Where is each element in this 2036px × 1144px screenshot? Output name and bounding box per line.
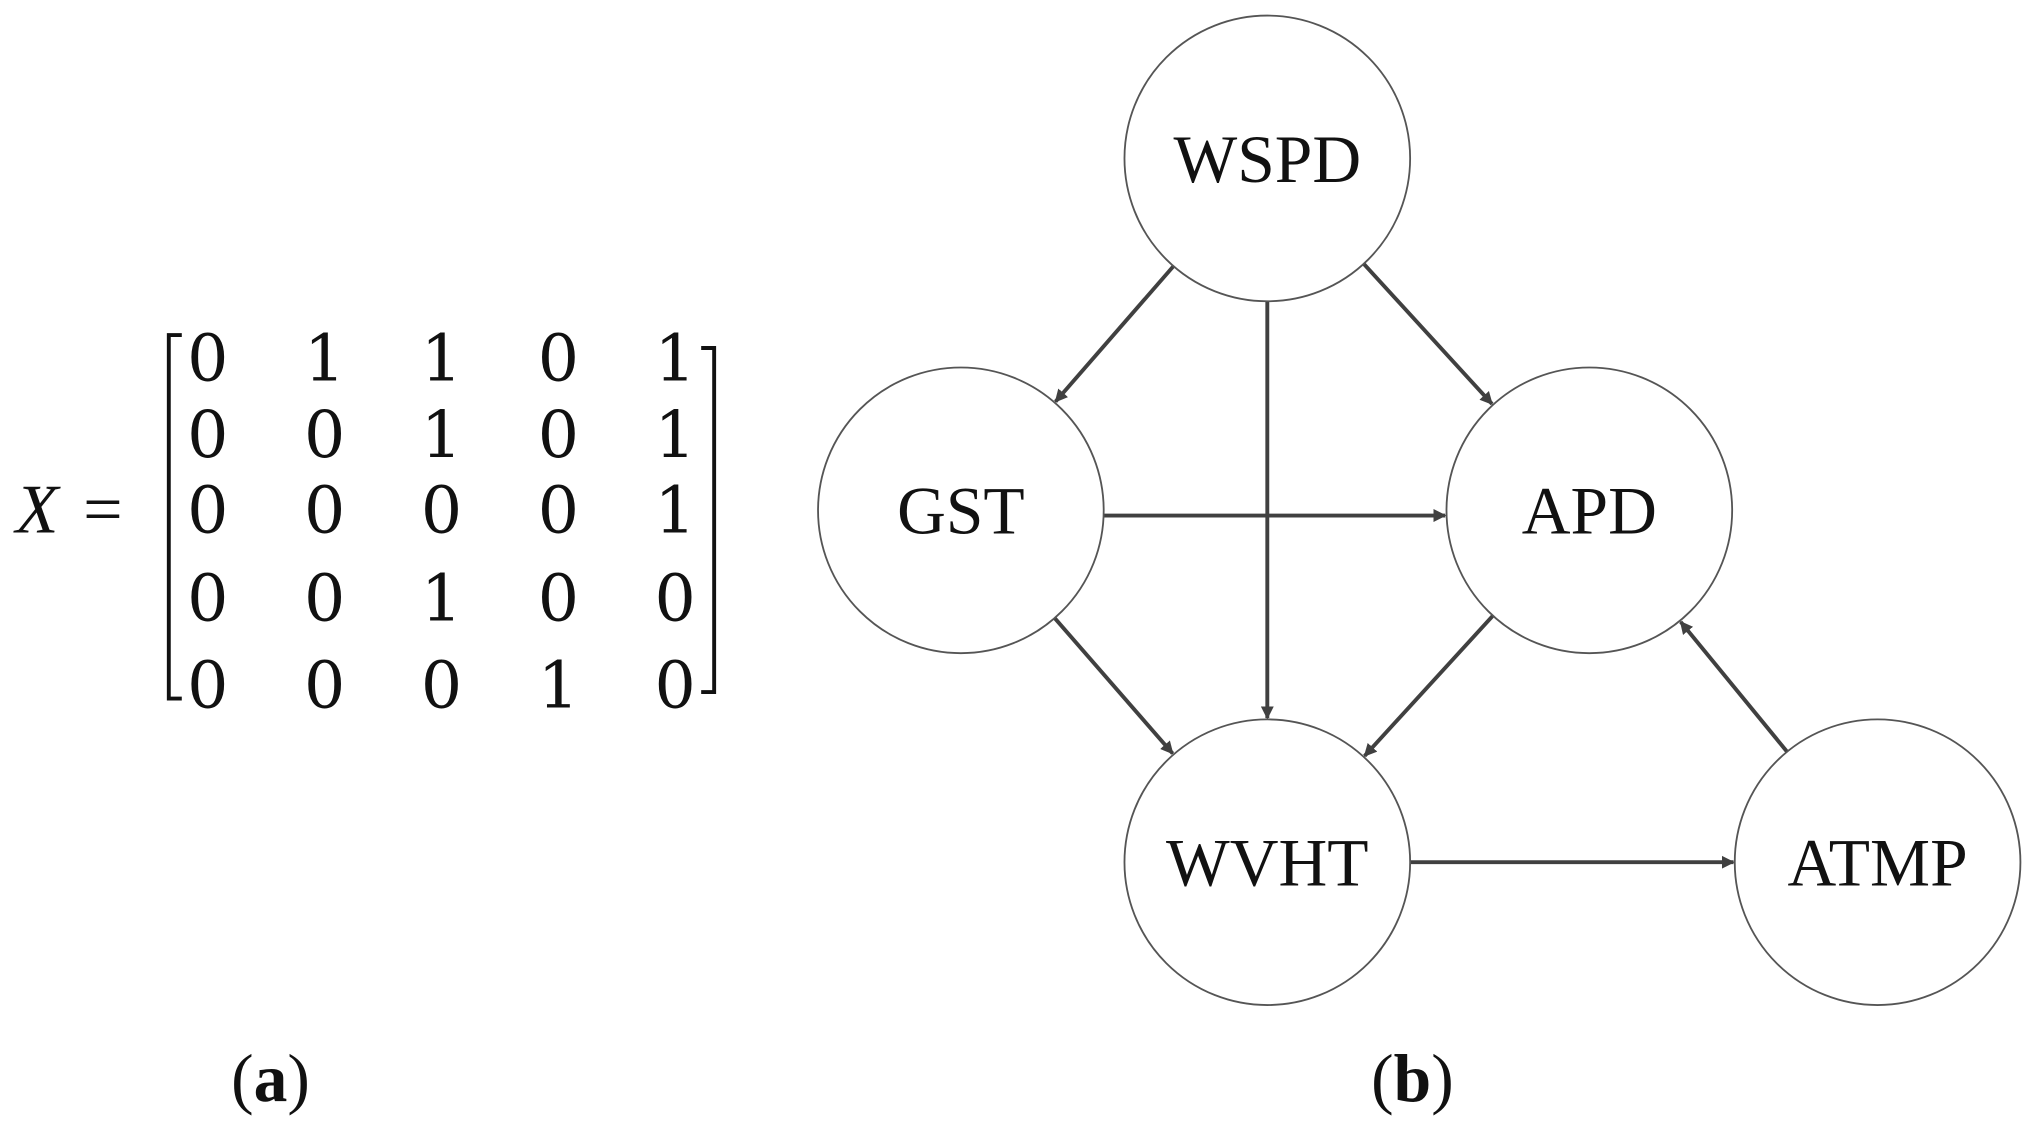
node-wspd: WSPD xyxy=(1123,14,1412,303)
matrix-cell: 0 xyxy=(187,649,228,724)
matrix-left-bracket xyxy=(166,333,182,701)
matrix-cell: 1 xyxy=(421,398,462,473)
graph-nodes: WSPD GST APD WVHT ATMP xyxy=(817,14,2022,1006)
graph-edges xyxy=(1053,262,1789,869)
matrix-cell: 0 xyxy=(538,321,579,396)
matrix-cell: 1 xyxy=(538,649,579,724)
edge-atmp-to-apd xyxy=(1679,620,1789,753)
node-gst: GST xyxy=(817,366,1105,655)
matrix-equals: = xyxy=(83,471,123,548)
node-circle xyxy=(1123,14,1412,303)
panel-label-a: (a) xyxy=(231,1041,310,1116)
matrix-cell: 0 xyxy=(655,562,696,637)
matrix-cell: 0 xyxy=(187,321,228,396)
node-apd: APD xyxy=(1445,366,1734,655)
matrix-cell: 1 xyxy=(655,473,696,548)
matrix-variable: X xyxy=(13,471,62,548)
matrix-cell: 1 xyxy=(421,562,462,637)
matrix-cell: 0 xyxy=(655,649,696,724)
node-label: ATMP xyxy=(1788,826,1968,901)
matrix-cell: 0 xyxy=(538,473,579,548)
matrix-cell: 0 xyxy=(304,398,345,473)
edge-apd-to-wvht xyxy=(1363,614,1495,758)
panel-label-b: (b) xyxy=(1371,1041,1454,1116)
node-circle xyxy=(817,366,1105,655)
node-atmp: ATMP xyxy=(1733,718,2022,1006)
matrix-cell: 0 xyxy=(304,473,345,548)
edge-wspd-to-gst xyxy=(1054,264,1175,403)
node-label: WSPD xyxy=(1174,122,1362,197)
node-wvht: WVHT xyxy=(1123,718,1412,1006)
matrix-cell: 0 xyxy=(304,649,345,724)
node-label: APD xyxy=(1522,474,1657,549)
node-label: GST xyxy=(897,474,1025,549)
matrix-cell: 0 xyxy=(538,562,579,637)
matrix-cell: 0 xyxy=(538,398,579,473)
node-circle xyxy=(1445,366,1734,655)
matrix-cell: 0 xyxy=(421,649,462,724)
edge-gst-to-wvht xyxy=(1053,616,1175,755)
matrix-cell: 0 xyxy=(187,562,228,637)
matrix-cell: 0 xyxy=(187,473,228,548)
node-circle xyxy=(1123,718,1412,1006)
matrix-right-bracket xyxy=(701,346,717,695)
matrix-cell: 0 xyxy=(421,473,462,548)
matrix-cell: 0 xyxy=(187,398,228,473)
matrix-cell: 0 xyxy=(304,562,345,637)
node-circle xyxy=(1733,718,2022,1006)
matrix-cell: 1 xyxy=(421,321,462,396)
edge-wspd-to-apd xyxy=(1362,262,1494,406)
matrix-cell: 1 xyxy=(655,321,696,396)
node-label: WVHT xyxy=(1166,826,1368,901)
matrix-cell: 1 xyxy=(655,398,696,473)
matrix-cell: 1 xyxy=(304,321,345,396)
